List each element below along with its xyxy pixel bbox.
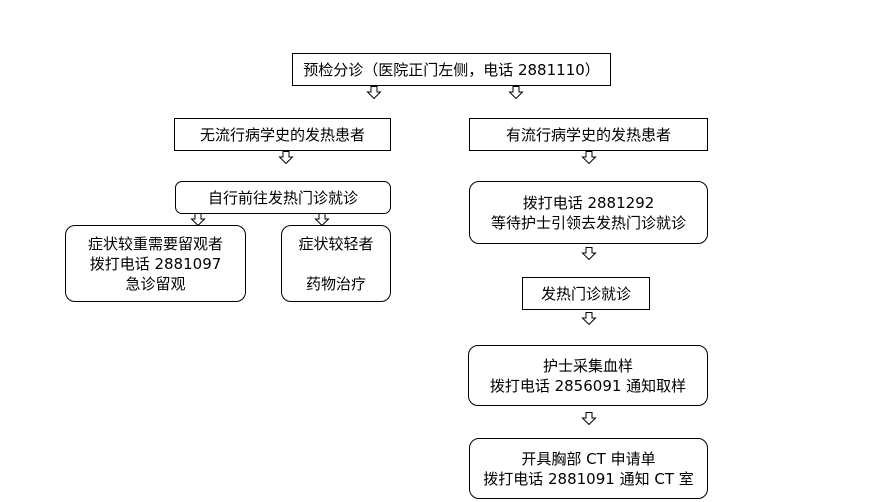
- severe-box: 症状较重需要留观者 拨打电话 2881097 急诊留观: [65, 225, 246, 302]
- arrow-self-visit-to-mild: [314, 213, 330, 226]
- severe-line-2: 拨打电话 2881097: [89, 254, 222, 273]
- arrow-has-history-to-call-nurse: [581, 151, 597, 164]
- arrow-self-visit-to-severe: [190, 213, 206, 226]
- self-visit-text: 自行前往发热门诊就诊: [207, 188, 358, 207]
- arrow-blood-sample-to-chest-ct: [581, 412, 597, 425]
- call-nurse-line-2: 等待护士引领去发热门诊就诊: [490, 213, 686, 232]
- arrow-call-nurse-to-fever-clinic: [581, 247, 597, 260]
- chest-ct-line-2: 拨打电话 2881091 通知 CT 室: [483, 469, 694, 488]
- triage-text: 预检分诊（医院正门左侧，电话 2881110）: [303, 60, 600, 79]
- triage-box: 预检分诊（医院正门左侧，电话 2881110）: [292, 53, 611, 86]
- self-visit-box: 自行前往发热门诊就诊: [175, 181, 391, 214]
- no-history-box: 无流行病学史的发热患者: [174, 118, 391, 151]
- chest-ct-line-1: 开具胸部 CT 申请单: [521, 449, 656, 468]
- call-nurse-line-1: 拨打电话 2881292: [522, 193, 655, 212]
- arrow-fever-clinic-to-blood-sample: [581, 312, 597, 325]
- arrow-no-history-to-self-visit: [278, 151, 294, 164]
- fever-clinic-box: 发热门诊就诊: [522, 277, 650, 310]
- fever-clinic-text: 发热门诊就诊: [540, 284, 631, 303]
- blood-sample-line-1: 护士采集血样: [542, 356, 633, 375]
- severe-line-3: 急诊留观: [125, 274, 186, 293]
- no-history-text: 无流行病学史的发热患者: [199, 125, 365, 144]
- blood-sample-box: 护士采集血样 拨打电话 2856091 通知取样: [468, 345, 708, 406]
- severe-line-1: 症状较重需要留观者: [87, 234, 223, 253]
- arrow-triage-to-right: [508, 86, 524, 99]
- mild-box: 症状较轻者 药物治疗: [281, 225, 391, 302]
- chest-ct-box: 开具胸部 CT 申请单 拨打电话 2881091 通知 CT 室: [469, 438, 708, 499]
- has-history-box: 有流行病学史的发热患者: [469, 118, 708, 151]
- blood-sample-line-2: 拨打电话 2856091 通知取样: [489, 376, 687, 395]
- call-nurse-box: 拨打电话 2881292 等待护士引领去发热门诊就诊: [469, 181, 708, 244]
- has-history-text: 有流行病学史的发热患者: [505, 125, 671, 144]
- mild-line-1: 症状较轻者: [298, 234, 374, 253]
- arrow-triage-to-left: [366, 86, 382, 99]
- mild-line-2: 药物治疗: [305, 274, 366, 293]
